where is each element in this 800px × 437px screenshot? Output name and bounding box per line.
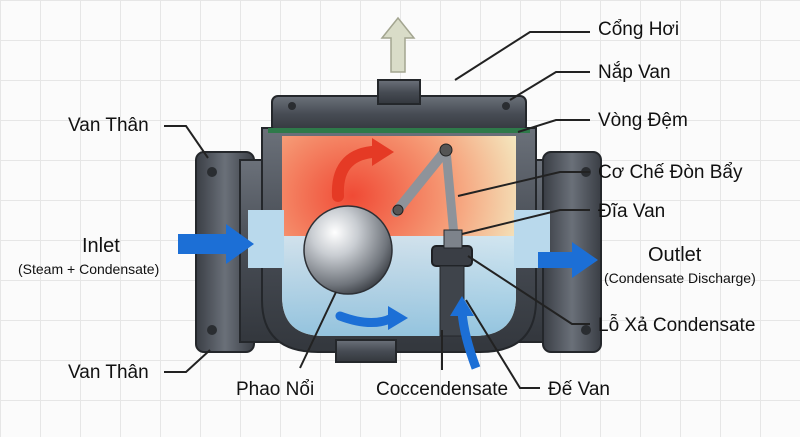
steam-flow-arrow	[331, 138, 394, 202]
label-van-than-bottom: Van Thân	[68, 362, 149, 383]
label-van-than-top: Van Thân	[68, 115, 149, 136]
vent-arrow	[380, 16, 416, 73]
label-de-van: Đế Van	[548, 379, 610, 400]
inlet-arrow	[178, 224, 254, 264]
label-phao-noi: Phao Nổi	[236, 379, 315, 400]
label-cong-hoi: Cổng Hơi	[598, 19, 680, 40]
float-ball	[303, 205, 393, 295]
label-outlet-sub: (Condensate Discharge)	[604, 270, 756, 286]
outlet-arrow	[538, 242, 598, 278]
leader-lines	[164, 31, 590, 389]
label-dia-van: Đĩa Van	[598, 201, 666, 222]
label-coccendensate: Coccendensate	[376, 379, 509, 400]
label-nap-van: Nắp Van	[598, 62, 671, 83]
label-co-che-don-bay: Cơ Chế Đòn Bẩy	[598, 162, 743, 183]
lever-mechanism	[391, 143, 459, 241]
label-vong-dem: Vòng Đệm	[598, 110, 688, 131]
valve-cover	[268, 79, 530, 133]
condensate-up-arrow	[450, 296, 481, 370]
label-lo-xa-condensate: Lỗ Xả Condensate	[598, 315, 756, 336]
inner-chamber	[248, 136, 550, 336]
condensate-flow-arrow	[335, 306, 408, 330]
label-outlet: Outlet	[648, 244, 702, 266]
label-inlet: Inlet	[82, 235, 120, 257]
label-inlet-sub: (Steam + Condensate)	[18, 261, 160, 277]
